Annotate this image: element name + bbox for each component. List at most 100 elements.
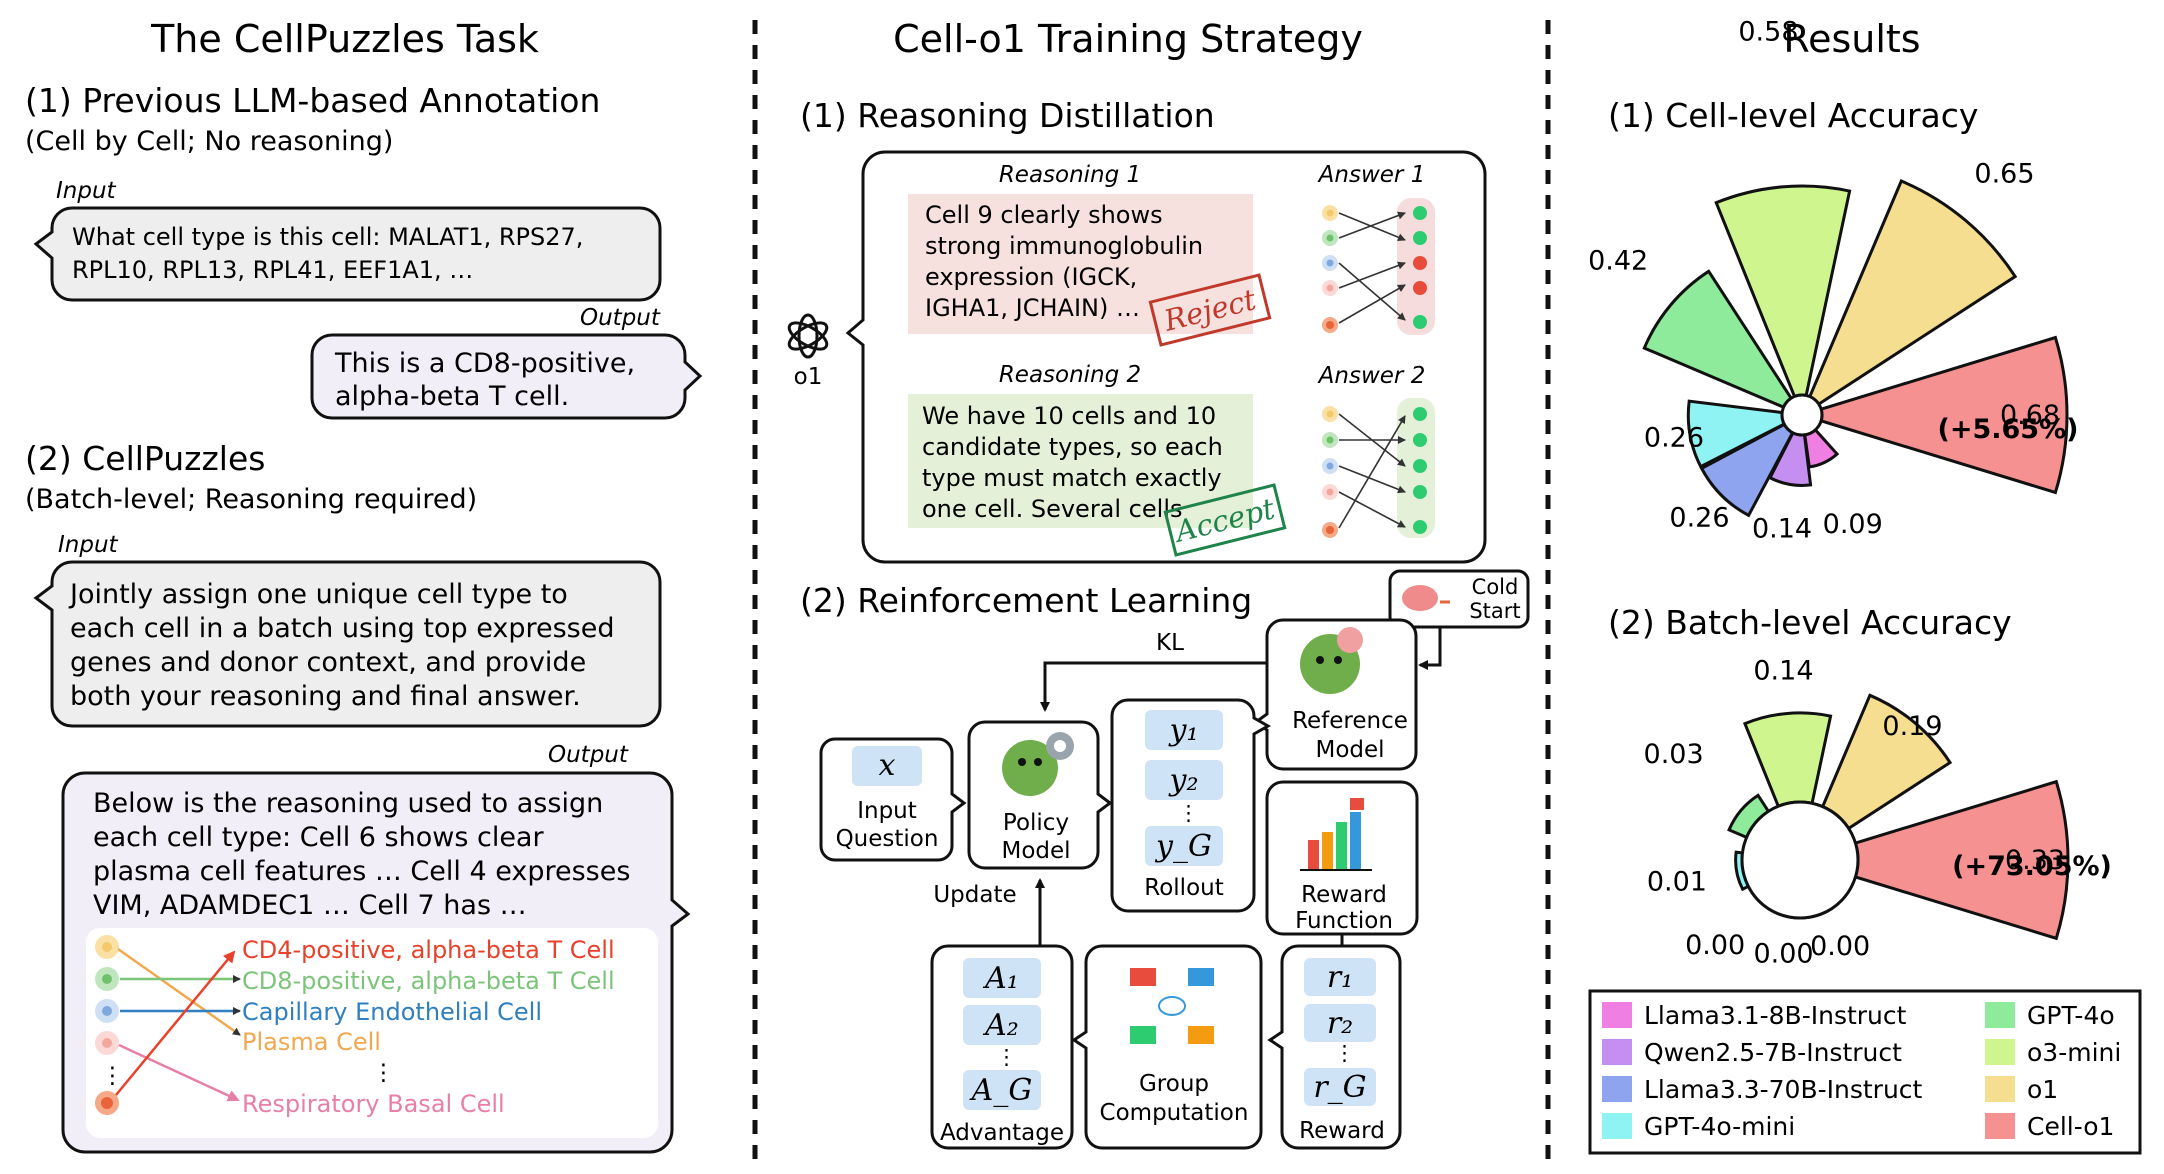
advantage-ellipsis: ⋮: [996, 1045, 1017, 1069]
value-label-3: 0.26: [1669, 503, 1729, 534]
reward-ellipsis: ⋮: [1334, 1041, 1355, 1065]
cell-dot-n-core: [101, 1097, 113, 1109]
legend: Llama3.1-8B-InstructQwen2.5-7B-InstructL…: [1602, 1001, 2121, 1141]
rollout-item-1-box: [1145, 710, 1223, 750]
kl-label: KL: [1156, 630, 1184, 656]
cellpuzzles-heading: (2) CellPuzzles: [25, 439, 265, 478]
x-symbol-box: [852, 746, 922, 786]
legend-swatch-3: [1602, 1076, 1632, 1102]
advantage-label: Advantage: [940, 1120, 1064, 1146]
cell-dot-4-core: [102, 1038, 112, 1048]
check-icon: [1413, 206, 1427, 220]
cell-dot-2-core: [102, 974, 112, 984]
cellpuzzles-panel: The CellPuzzles Task (1) Previous LLM-ba…: [25, 17, 703, 1154]
reward-label: Reward: [1299, 1118, 1385, 1144]
policy-model-icon: [1002, 732, 1074, 796]
legend-swatch-6: [1985, 1039, 2015, 1065]
advantage-item-2: A₂: [982, 1008, 1019, 1043]
cell-matching-panel: [86, 928, 658, 1138]
advantage-item-g-box: [963, 1070, 1041, 1110]
reasoning-1-line-3: expression (IGCK,: [925, 263, 1137, 291]
cellpuzzles-input-line-2: each cell in a batch using top expressed: [70, 613, 614, 644]
cold-start-line-2: Start: [1469, 599, 1520, 623]
cell-dots-ellipsis: ⋮: [101, 1063, 124, 1089]
cell-type-5: Respiratory Basal Cell: [242, 1090, 505, 1118]
update-label: Update: [933, 882, 1016, 908]
reward-function-line-1: Reward: [1301, 882, 1387, 908]
value-label-6: 0.58: [1738, 16, 1798, 47]
polar-center: [1780, 393, 1824, 437]
x-symbol: x: [879, 748, 896, 783]
reward-chart-icon: [1300, 798, 1372, 871]
advantage-item-1-box: [963, 958, 1041, 998]
value-label-1: 0.00: [1810, 931, 1870, 962]
polar-bar-1: [1803, 427, 1840, 469]
results-title: Results: [1783, 17, 1920, 61]
cell-type-4: Plasma Cell: [242, 1028, 381, 1056]
cell-type-3: Capillary Endothelial Cell: [242, 998, 542, 1026]
previous-output-line-1: This is a CD8-positive,: [334, 348, 635, 379]
batch-accuracy-heading: (2) Batch-level Accuracy: [1608, 603, 2012, 642]
group-computation-box: [1071, 944, 1263, 1150]
reasoning-1-box: [908, 194, 1253, 334]
policy-model-line-2: Model: [1001, 838, 1070, 864]
polar-bar-6: [1742, 711, 1833, 809]
cell-accuracy-chart: 0.090.140.260.260.420.580.650.68: [1588, 16, 2069, 544]
brain-icon: [1402, 585, 1450, 611]
cellpuzzles-input-label: Input: [58, 532, 119, 558]
cellpuzzles-input-line-1: Jointly assign one unique cell type to: [68, 579, 568, 610]
reasoning-distillation-heading: (1) Reasoning Distillation: [800, 96, 1215, 135]
legend-label-5: GPT-4o: [2027, 1001, 2115, 1030]
reward-item-2: r₂: [1327, 1006, 1353, 1041]
value-label-2: 0.14: [1752, 513, 1812, 544]
reasoning-1-label: Reasoning 1: [999, 162, 1141, 188]
reference-model-box: [1253, 618, 1418, 771]
cell-type-1: CD4-positive, alpha-beta T Cell: [242, 936, 615, 964]
advantage-item-1: A₁: [982, 961, 1019, 996]
match-arrow-4: [118, 1043, 240, 1102]
reasoning-2-line-4: one cell. Several cells: [922, 495, 1182, 523]
cold-start-line-1: Cold: [1472, 575, 1519, 599]
previous-annotation-subheading: (Cell by Cell; No reasoning): [25, 126, 393, 157]
middle-title: Cell-o1 Training Strategy: [893, 17, 1363, 61]
left-title: The CellPuzzles Task: [150, 17, 539, 61]
previous-input-line-2: RPL10, RPL13, RPL41, EEF1A1, …: [72, 256, 473, 284]
reference-model-icon: [1300, 627, 1363, 694]
answer-1-label: Answer 1: [1317, 162, 1426, 188]
value-label-5: 0.42: [1588, 246, 1648, 277]
value-label-2: 0.00: [1753, 939, 1813, 970]
rollout-label: Rollout: [1144, 875, 1223, 901]
cell-accuracy-heading: (1) Cell-level Accuracy: [1608, 96, 1978, 135]
check-icon: [1413, 520, 1427, 534]
reference-model-line-1: Reference: [1292, 708, 1408, 734]
check-icon: [1413, 485, 1427, 499]
legend-label-3: Llama3.3-70B-Instruct: [1644, 1075, 1923, 1104]
advantage-item-g: A_G: [969, 1073, 1033, 1108]
reasoning-2-line-3: type must match exactly: [922, 464, 1222, 492]
legend-swatch-8: [1985, 1113, 2015, 1139]
reasoning-2-label: Reasoning 2: [999, 362, 1141, 388]
legend-label-8: Cell-o1: [2027, 1112, 2114, 1141]
previous-annotation-heading: (1) Previous LLM-based Annotation: [25, 81, 600, 120]
match-arrow-1: [117, 947, 241, 1037]
reward-item-1-box: [1304, 958, 1376, 996]
answer-1-diagram: [1322, 198, 1435, 335]
input-label: Input: [56, 178, 117, 204]
value-label-7: 0.19: [1882, 711, 1942, 742]
input-bubble: [33, 206, 662, 302]
reward-item-2-box: [1304, 1004, 1376, 1042]
cross-icon: [1413, 281, 1427, 295]
cellpuzzles-input-line-3: genes and donor context, and provide: [70, 647, 586, 678]
reward-item-g: r_G: [1313, 1070, 1366, 1105]
cell-type-2: CD8-positive, alpha-beta T Cell: [242, 967, 615, 995]
legend-swatch-4: [1602, 1113, 1632, 1139]
check-icon: [1413, 433, 1427, 447]
answer-2-diagram: [1322, 398, 1435, 538]
check-icon: [1413, 231, 1427, 245]
legend-box: [1588, 989, 2142, 1155]
cellpuzzles-input-line-4: both your reasoning and final answer.: [70, 681, 581, 712]
o1-label: o1: [794, 364, 823, 390]
value-label-4: 0.01: [1647, 867, 1707, 898]
openai-logo-icon: [787, 313, 829, 359]
